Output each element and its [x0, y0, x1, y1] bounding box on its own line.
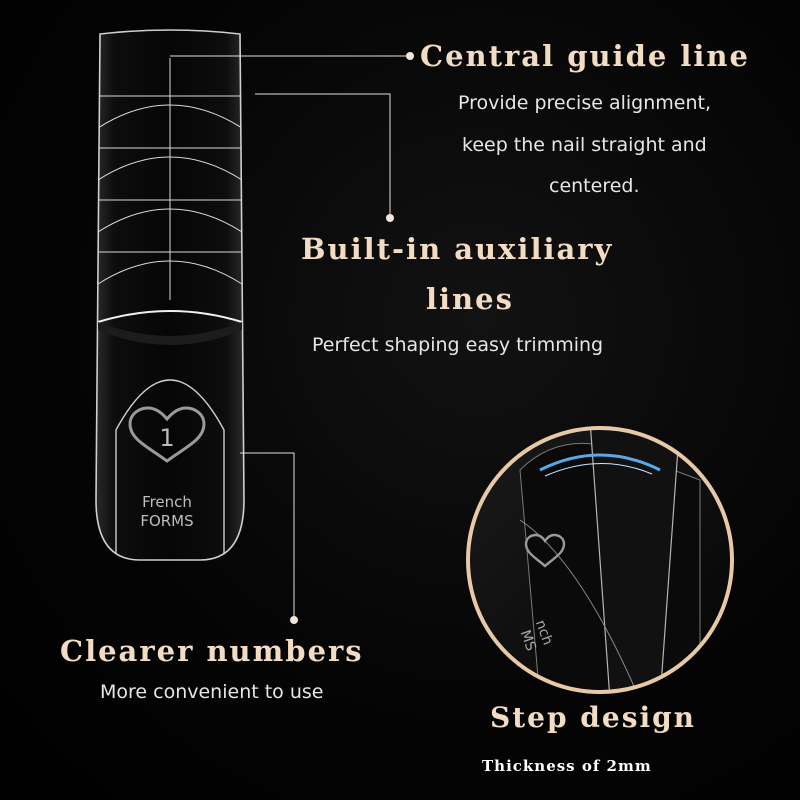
central-guide-description-line-2: keep the nail straight and [462, 134, 707, 156]
step-title: Step design [490, 701, 697, 734]
zoom-ring [466, 426, 734, 694]
auxiliary-lines [97, 95, 243, 285]
callout-lines [170, 55, 408, 618]
step-description: Thickness of 2mm [482, 757, 652, 775]
central-guide-description-line-1: Provide precise alignment, [458, 92, 711, 114]
heart-number-badge: 1 [128, 406, 206, 463]
numbers-description: More convenient to use [100, 681, 324, 703]
numbers-title: Clearer numbers [60, 634, 364, 668]
auxiliary-title-line-2: lines [426, 282, 514, 316]
step-zoom-view: nch MS [466, 426, 734, 694]
callout-dot-numbers [290, 616, 298, 624]
callout-dot-central [406, 52, 414, 60]
auxiliary-title-line-1: Built-in auxiliary [301, 232, 614, 266]
zoom-brand-line-2: MS [517, 628, 539, 653]
callout-dot-auxiliary [386, 214, 394, 222]
badge-number: 1 [159, 424, 174, 452]
central-guide-description-line-3: centered. [549, 175, 640, 197]
central-guide-title: Central guide line [420, 39, 750, 73]
auxiliary-description: Perfect shaping easy trimming [312, 334, 604, 356]
brand-line-2: FORMS [140, 512, 193, 530]
nail-tip: 1 French FORMS [95, 29, 245, 561]
zoom-heart-icon [524, 533, 566, 568]
brand-line-1: French [142, 493, 192, 511]
